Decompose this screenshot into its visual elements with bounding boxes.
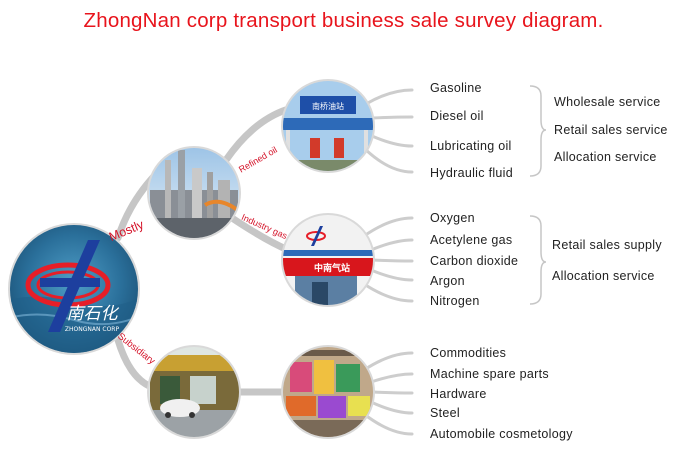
logo-chinese-text: 南石化 (67, 304, 120, 324)
industry-gas-service: Allocation service (552, 269, 655, 283)
page-title: ZhongNan corp transport business sale su… (83, 9, 604, 32)
subsidiary-item: Automobile cosmetology (430, 427, 573, 441)
refinery-photo (147, 146, 241, 240)
connector-machine-spare-parts (369, 372, 414, 384)
connector-nitrogen (362, 282, 414, 303)
refined-oil-item: Hydraulic fluid (430, 166, 514, 180)
item-connectors (362, 88, 414, 436)
gas-sign-text: 中南气站 (314, 262, 350, 274)
subsidiary-item: Commodities (430, 346, 507, 360)
industry-gas-item: Argon (430, 274, 465, 288)
station-sign-text: 南桥油站 (312, 101, 344, 111)
braces (529, 85, 547, 305)
connector-commodities (362, 351, 414, 372)
connector-carbon-dioxide (371, 258, 414, 263)
connector-hydraulic-fluid (364, 148, 414, 174)
connector-acetylene-gas (369, 238, 414, 252)
connector-hardware (371, 390, 414, 395)
connector-steel (369, 400, 414, 415)
brace-industry-gas (529, 215, 547, 305)
zhongnan-logo: 南石化 ZHONGNAN CORP (8, 223, 140, 355)
logo-english-text: ZHONGNAN CORP (65, 326, 120, 333)
subsidiary-item: Machine spare parts (430, 367, 549, 381)
subsidiary-item: Hardware (430, 387, 487, 401)
brace-refined-oil (529, 85, 547, 177)
connector-lubricating-oil (370, 134, 414, 148)
industry-gas-item: Oxygen (430, 211, 475, 225)
connector-oxygen (362, 216, 414, 238)
industry-gas-item: Nitrogen (430, 294, 480, 308)
connector-argon (369, 268, 414, 282)
connector-diesel-oil (370, 115, 414, 120)
connector-gasoline (364, 88, 414, 106)
connector-automobile-cosmetology (362, 412, 414, 436)
industry-gas-service: Retail sales supply (552, 238, 662, 252)
refined-oil-service: Allocation service (554, 150, 657, 164)
refined-oil-service: Retail sales service (554, 123, 668, 137)
refined-oil-item: Gasoline (430, 81, 482, 95)
supermarket-photo (281, 345, 375, 439)
industry-gas-item: Acetylene gas (430, 233, 513, 247)
gas-station-photo: 南桥油站 (281, 79, 375, 173)
subsidiary-shop-photo (147, 345, 241, 439)
subsidiary-item: Steel (430, 406, 460, 420)
industry-gas-photo: 中南气站 (281, 213, 375, 307)
refined-oil-service: Wholesale service (554, 95, 661, 109)
refined-oil-item: Lubricating oil (430, 139, 512, 153)
industry-gas-item: Carbon dioxide (430, 254, 519, 268)
refined-oil-item: Diesel oil (430, 109, 484, 123)
